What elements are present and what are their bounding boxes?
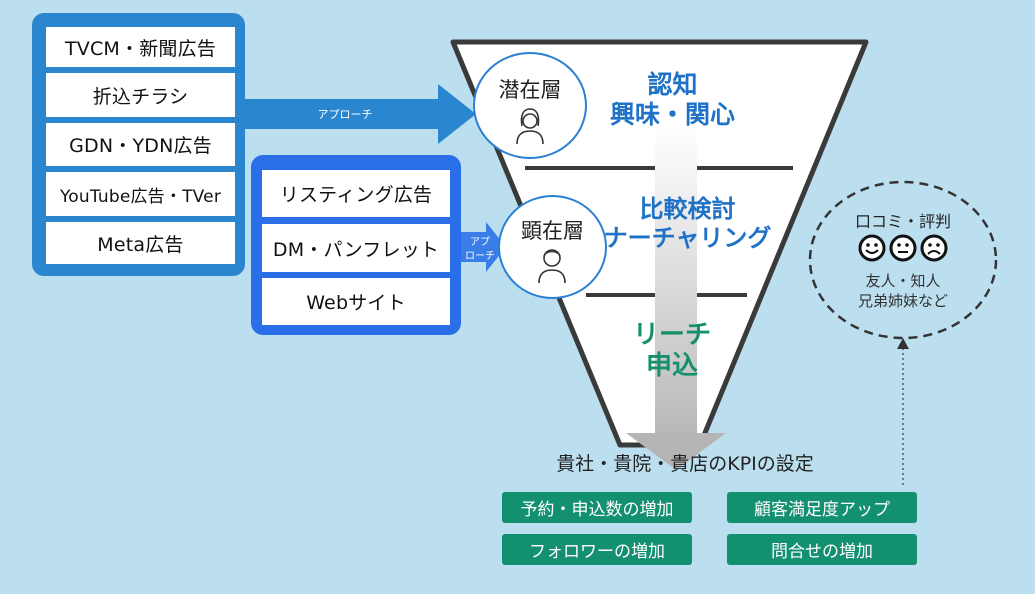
man-icon [538, 249, 566, 284]
media-item-dm-pamphlet: DM・パンフレット [262, 224, 450, 272]
word-of-mouth-title: 口コミ・評判 [854, 212, 951, 231]
kpi-satisfaction-up: 顧客満足度アップ [727, 492, 917, 523]
funnel-stage-conversion: リーチ 申込 [612, 320, 732, 382]
media-item-gdn-ydn: GDN・YDN広告 [46, 123, 235, 166]
approach-arrow-2 [458, 222, 506, 272]
woman-icon [516, 108, 544, 145]
funnel-stage-conversion-line1: リーチ [632, 320, 711, 350]
funnel-stage-consideration-line1: 比較検討 [639, 195, 736, 223]
smiley-face-icon [858, 234, 886, 262]
persona-latent-label: 潜在層 [498, 78, 562, 102]
kpi-title: 貴社・貴院・貴店のKPIの設定 [556, 453, 814, 475]
word-of-mouth-line1: 友人・知人 [865, 272, 941, 290]
media-item-flyer: 折込チラシ [46, 73, 235, 117]
kpi-reservation-increase: 予約・申込数の増加 [502, 492, 692, 523]
media-item-meta: Meta広告 [46, 222, 235, 264]
media-item-tvcm: TVCM・新聞広告 [46, 27, 235, 67]
funnel-stage-awareness-line1: 認知 [647, 70, 698, 99]
funnel-stage-awareness: 認知 興味・関心 [580, 70, 765, 130]
feedback-arrowhead [897, 338, 909, 349]
approach-arrow-2-label-line1: アプ [470, 237, 490, 248]
kpi-inquiry-increase: 問合せの増加 [727, 534, 917, 565]
media-item-youtube: YouTube広告・TVer [46, 172, 235, 216]
media-item-listing: リスティング広告 [262, 170, 450, 217]
approach-arrow-1 [240, 84, 476, 144]
persona-manifest-label: 顕在層 [521, 219, 584, 243]
down-flow-arrow [626, 125, 726, 470]
persona-manifest: 顕在層 [498, 195, 607, 299]
approach-arrow-2-label-line2: ローチ [465, 251, 495, 262]
funnel-stage-conversion-line2: 申込 [645, 351, 698, 382]
media-item-website: Webサイト [262, 278, 450, 325]
funnel-stage-consideration: 比較検討 ナーチャリング [590, 195, 785, 253]
word-of-mouth-line2: 兄弟姉妹など [857, 292, 948, 310]
funnel-stage-consideration-line2: ナーチャリング [603, 223, 772, 252]
persona-latent: 潜在層 [473, 52, 587, 159]
word-of-mouth-circle [808, 180, 998, 340]
funnel-stage-awareness-line2: 興味・関心 [609, 100, 735, 129]
approach-arrow-1-label: アプローチ [317, 108, 373, 121]
neutral-face-icon [889, 234, 917, 262]
sad-face-icon [920, 234, 948, 262]
kpi-follower-increase: フォロワーの増加 [502, 534, 692, 565]
